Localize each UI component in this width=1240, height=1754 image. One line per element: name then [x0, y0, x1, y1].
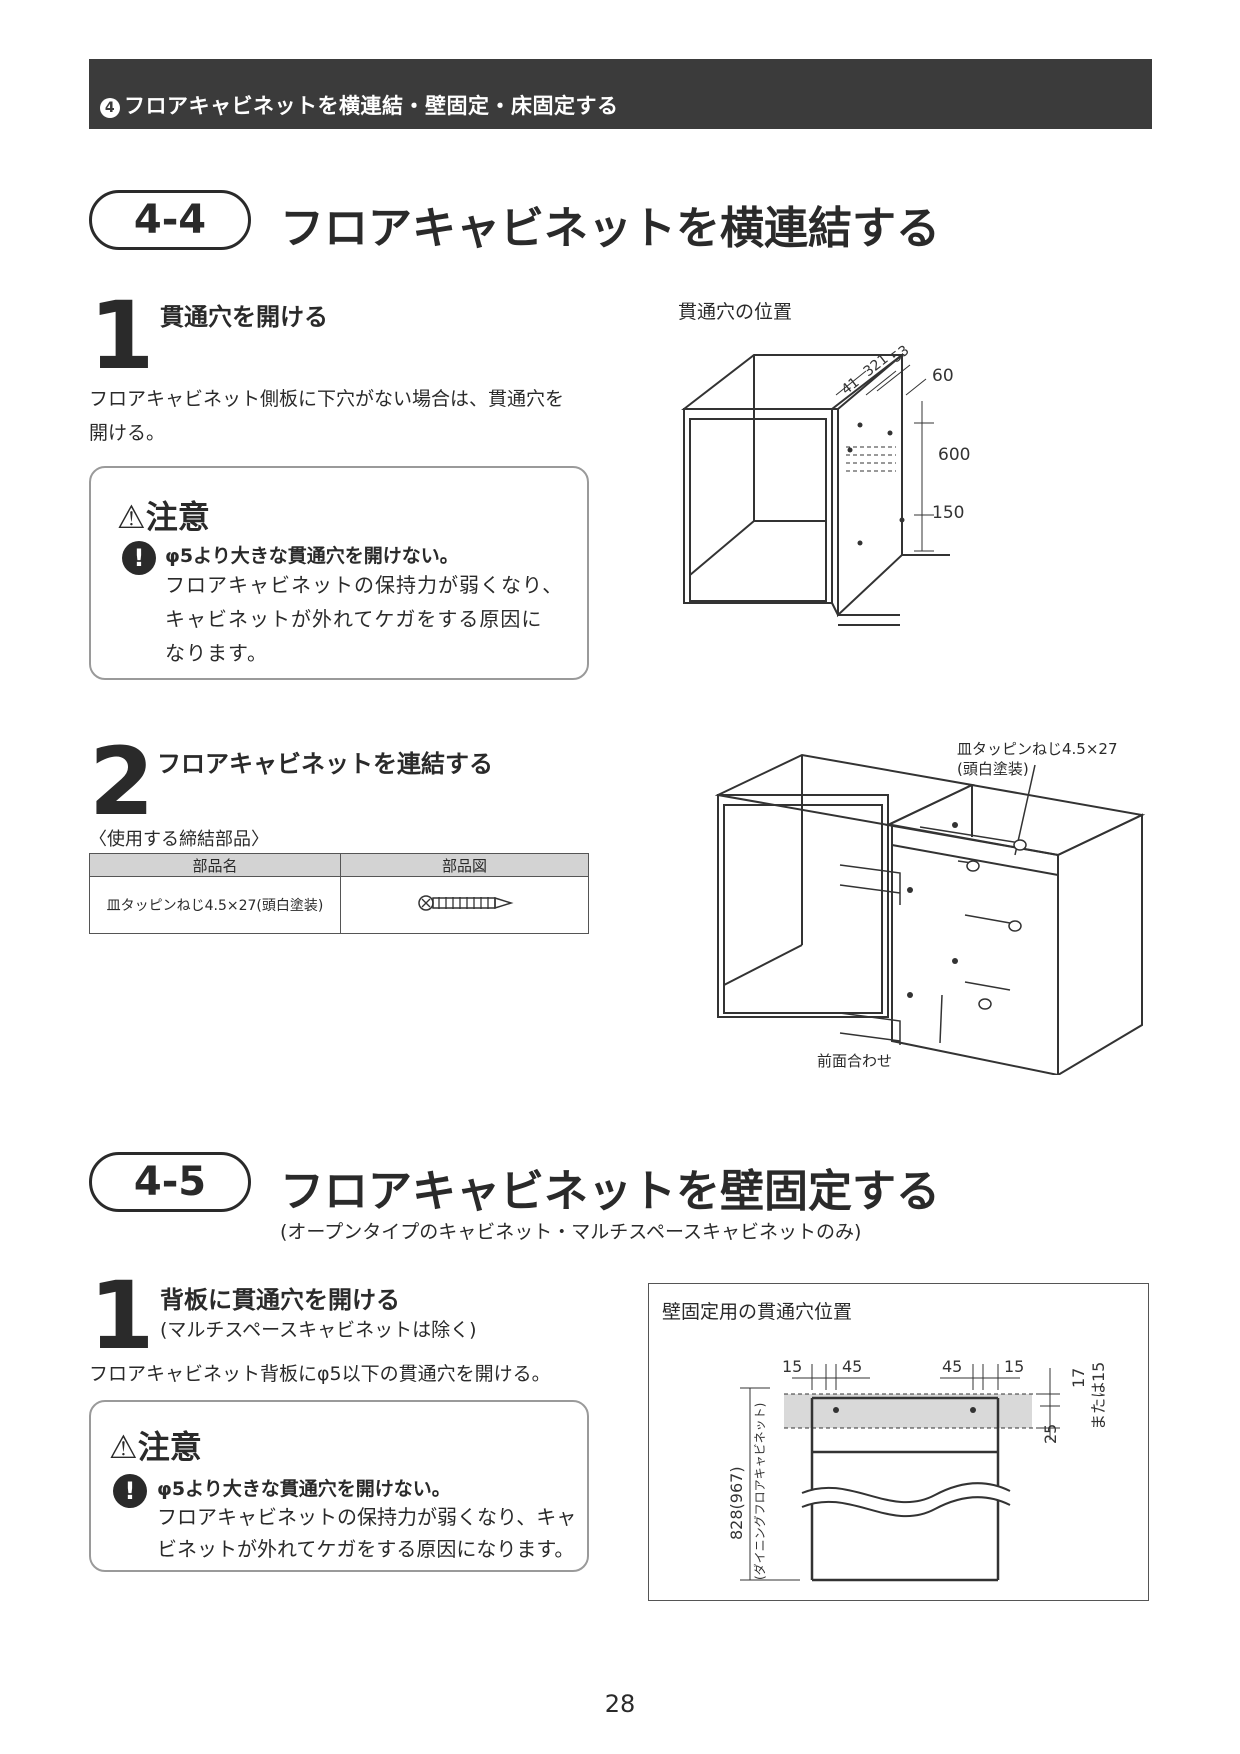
parts-table-header-name: 部品名: [89, 853, 341, 877]
figure-1-caption: 貫通穴の位置: [678, 301, 793, 323]
warning-triangle-icon: ⚠: [117, 498, 146, 536]
section-4-5-subtitle: (オープンタイプのキャビネット・マルチスペースキャビネットのみ): [280, 1221, 862, 1243]
front-align-label: 前面合わせ: [817, 1052, 893, 1070]
screw-icon: [417, 895, 514, 911]
cabinet-hole-figure: 41 321 53 60 600 150: [681, 343, 970, 626]
parts-table: 部品名 部品図 皿タッピンねじ4.5×27(頭白塗装): [89, 853, 589, 934]
caution-2-line2: ビネットが外れてケガをする原因になります。: [157, 1537, 575, 1561]
parts-table-cell-name: 皿タッピンねじ4.5×27(頭白塗装): [89, 876, 341, 934]
warning-triangle-icon: ⚠: [109, 1428, 138, 1466]
parts-table-header-row: 部品名 部品図: [89, 853, 589, 877]
step-4-5-1-title: 背板に貫通穴を開ける: [160, 1286, 400, 1314]
dim-828: 828(967): [727, 1466, 746, 1540]
dim-or-15: または15: [1089, 1362, 1108, 1430]
section-4-4-title: フロアキャビネットを横連結する: [280, 203, 940, 254]
dim-41: 41: [839, 375, 863, 399]
caution-box-2: [89, 1400, 589, 1572]
caution-1-bold: φ5より大きな貫通穴を開けない。: [165, 545, 459, 567]
screw-label-line1: 皿タッピンねじ4.5×27: [957, 740, 1118, 758]
caution-1-line3: なります。: [165, 641, 268, 665]
exclamation-icon: !: [122, 541, 156, 575]
cabinet-connect-figure: [714, 753, 1146, 1075]
dim-17: 17: [1069, 1368, 1088, 1388]
step-1-title: 貫通穴を開ける: [160, 303, 328, 331]
header-number-badge: 4: [100, 98, 120, 118]
parts-table-header-figure: 部品図: [340, 853, 589, 877]
exclamation-icon: !: [113, 1474, 147, 1508]
dim-15-left: 15: [782, 1357, 802, 1376]
parts-table-cell-figure: [340, 876, 589, 934]
step-2-title: フロアキャビネットを連結する: [157, 750, 493, 778]
caution-1-line1: フロアキャビネットの保持力が弱くなり、: [165, 573, 564, 597]
step-1-text-line1: フロアキャビネット側板に下穴がない場合は、貫通穴を: [89, 388, 565, 410]
wall-fix-hole-figure: 15 45 45 15 17 または15 25 828(967) (ダイニングフ…: [727, 1357, 1108, 1582]
caution-title-2: ⚠注意: [109, 1422, 202, 1468]
parts-table-row: 皿タッピンねじ4.5×27(頭白塗装): [89, 876, 589, 934]
figure-3-caption: 壁固定用の貫通穴位置: [662, 1301, 853, 1323]
header-bar: [89, 59, 1152, 129]
caution-2-bold: φ5より大きな貫通穴を開けない。: [157, 1478, 451, 1500]
caution-title-1: ⚠注意: [117, 492, 210, 538]
section-4-4-badge: 4-4: [89, 190, 251, 250]
screw-label-line2: (頭白塗装): [957, 760, 1029, 778]
dim-note: (ダイニングフロアキャビネット): [752, 1403, 767, 1580]
header-title-text: フロアキャビネットを横連結・壁固定・床固定する: [124, 94, 619, 118]
dim-25: 25: [1041, 1424, 1060, 1444]
caution-title-2-text: 注意: [137, 1428, 202, 1466]
step-1-number: 1: [89, 282, 155, 391]
dim-60: 60: [932, 366, 954, 386]
parts-caption: 〈使用する締結部品〉: [89, 829, 269, 850]
caution-2-line1: フロアキャビネットの保持力が弱くなり、キャ: [157, 1505, 577, 1529]
step-1-text-line2: 開ける。: [89, 422, 166, 444]
step-4-5-1-text: フロアキャビネット背板にφ5以下の貫通穴を開ける。: [89, 1363, 551, 1385]
dim-45-right: 45: [942, 1357, 962, 1376]
caution-title-1-text: 注意: [145, 498, 210, 536]
dim-15-right: 15: [1004, 1357, 1024, 1376]
dim-600: 600: [938, 445, 970, 465]
dim-45-left: 45: [842, 1357, 862, 1376]
step-4-5-1-number: 1: [89, 1262, 155, 1371]
section-4-5-title: フロアキャビネットを壁固定する: [280, 1166, 940, 1217]
dim-150: 150: [932, 503, 964, 523]
page-number: 28: [604, 1690, 636, 1718]
wall-fix-figure-box: [648, 1283, 1149, 1601]
caution-1-line2: キャビネットが外れてケガをする原因に: [165, 607, 543, 631]
section-4-5-badge: 4-5: [89, 1152, 251, 1212]
caution-box-1: [89, 466, 589, 680]
step-2-number: 2: [89, 728, 155, 837]
step-4-5-1-subtitle: (マルチスペースキャビネットは除く): [160, 1319, 477, 1341]
